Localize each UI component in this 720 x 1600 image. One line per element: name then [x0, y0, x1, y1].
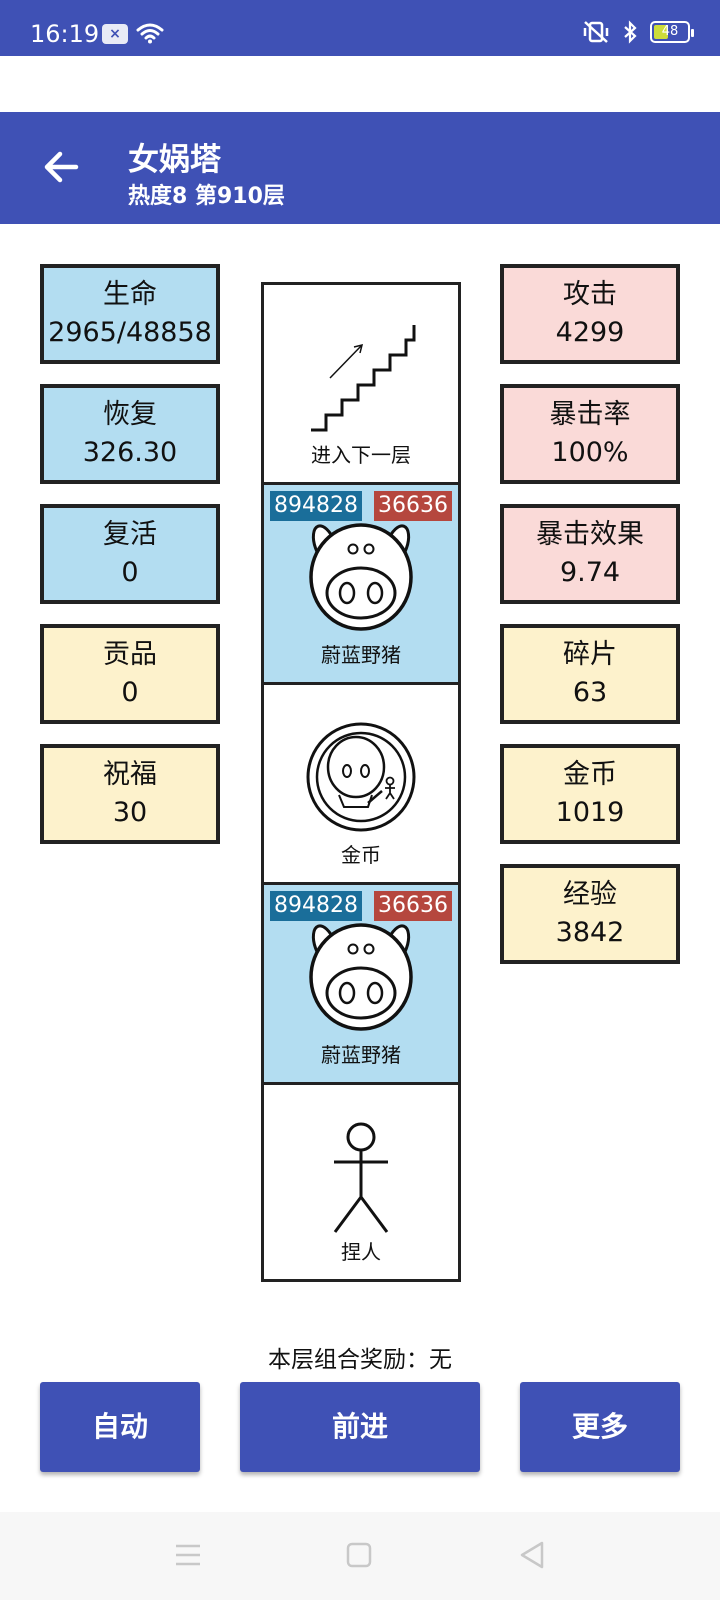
page-subtitle: 热度8 第910层: [128, 184, 285, 209]
menu-icon[interactable]: [174, 1542, 202, 1568]
auto-button[interactable]: 自动: [40, 1382, 200, 1472]
bluetooth-icon: [624, 20, 637, 44]
tower-cell-player[interactable]: 捏人: [264, 1085, 458, 1279]
monster-hp-badge: 894828: [270, 491, 362, 521]
stat-name: 攻击: [563, 279, 617, 310]
stat-value: 1019: [555, 797, 625, 828]
stat-name: 金币: [563, 759, 617, 790]
stat-name: 暴击效果: [536, 519, 644, 550]
more-button[interactable]: 更多: [520, 1382, 680, 1472]
app-bar: 女娲塔 热度8 第910层: [0, 112, 720, 224]
stat-recovery: 恢复 326.30: [40, 384, 220, 484]
stat-gold: 金币 1019: [500, 744, 680, 844]
stat-attack: 攻击 4299: [500, 264, 680, 364]
stat-value: 63: [572, 677, 608, 708]
stat-name: 恢复: [103, 399, 157, 430]
stat-value: 9.74: [559, 557, 621, 588]
cell-label: 蔚蓝野猪: [321, 643, 401, 667]
cell-label: 金币: [341, 843, 381, 867]
back-triangle-icon[interactable]: [518, 1541, 546, 1569]
boar-icon: [309, 923, 413, 1031]
tower-cell-monster[interactable]: 894828 36636 蔚蓝野猪: [264, 885, 458, 1085]
status-time: 16:19: [30, 20, 100, 48]
stat-value: 100%: [551, 437, 629, 468]
monster-attack-badge: 36636: [374, 491, 452, 521]
stat-fragments: 碎片 63: [500, 624, 680, 724]
stat-name: 经验: [563, 879, 617, 910]
boar-icon: [309, 523, 413, 631]
stat-name: 贡品: [103, 639, 157, 670]
coin-icon: [306, 722, 416, 832]
stat-tribute: 贡品 0: [40, 624, 220, 724]
battery-icon: 48: [650, 21, 694, 43]
stat-value: 4299: [555, 317, 625, 348]
stat-revive: 复活 0: [40, 504, 220, 604]
cell-label: 进入下一层: [311, 443, 411, 467]
system-nav-bar: [0, 1512, 720, 1600]
stat-life: 生命 2965/48858: [40, 264, 220, 364]
stat-crit-rate: 暴击率 100%: [500, 384, 680, 484]
stat-name: 复活: [103, 519, 157, 550]
tower-cell-monster[interactable]: 894828 36636 蔚蓝野猪: [264, 485, 458, 685]
stat-value: 2965/48858: [48, 317, 212, 348]
stat-value: 0: [121, 677, 139, 708]
tower-column: 进入下一层 894828 36636 蔚蓝野猪 金币: [261, 282, 461, 1282]
stat-name: 生命: [103, 279, 157, 310]
tower-cell-stairs[interactable]: 进入下一层: [264, 285, 458, 485]
stick-figure-icon: [333, 1122, 389, 1233]
battery-level: 48: [661, 24, 679, 39]
stat-blessing: 祝福 30: [40, 744, 220, 844]
stat-name: 祝福: [103, 759, 157, 790]
stat-name: 暴击率: [549, 399, 631, 430]
home-icon[interactable]: [346, 1542, 372, 1568]
page-title: 女娲塔: [128, 142, 221, 178]
tower-cell-coin[interactable]: 金币: [264, 685, 458, 885]
wifi-icon: [136, 23, 164, 44]
stat-name: 碎片: [563, 639, 617, 670]
status-bar: 16:19 × 48: [0, 0, 720, 56]
back-arrow-icon[interactable]: [36, 142, 86, 192]
stat-value: 30: [112, 797, 148, 828]
vibrate-off-icon: [583, 21, 609, 43]
stairs-icon: [311, 325, 416, 432]
combo-reward-text: 本层组合奖励：无: [268, 1347, 452, 1373]
cell-label: 蔚蓝野猪: [321, 1043, 401, 1067]
stat-value: 3842: [555, 917, 625, 948]
stat-value: 0: [121, 557, 139, 588]
monster-attack-badge: 36636: [374, 891, 452, 921]
cell-label: 捏人: [341, 1240, 381, 1264]
notification-icon: ×: [102, 24, 128, 44]
monster-hp-badge: 894828: [270, 891, 362, 921]
stat-crit-effect: 暴击效果 9.74: [500, 504, 680, 604]
stat-experience: 经验 3842: [500, 864, 680, 964]
forward-button[interactable]: 前进: [240, 1382, 480, 1472]
stat-value: 326.30: [82, 437, 178, 468]
